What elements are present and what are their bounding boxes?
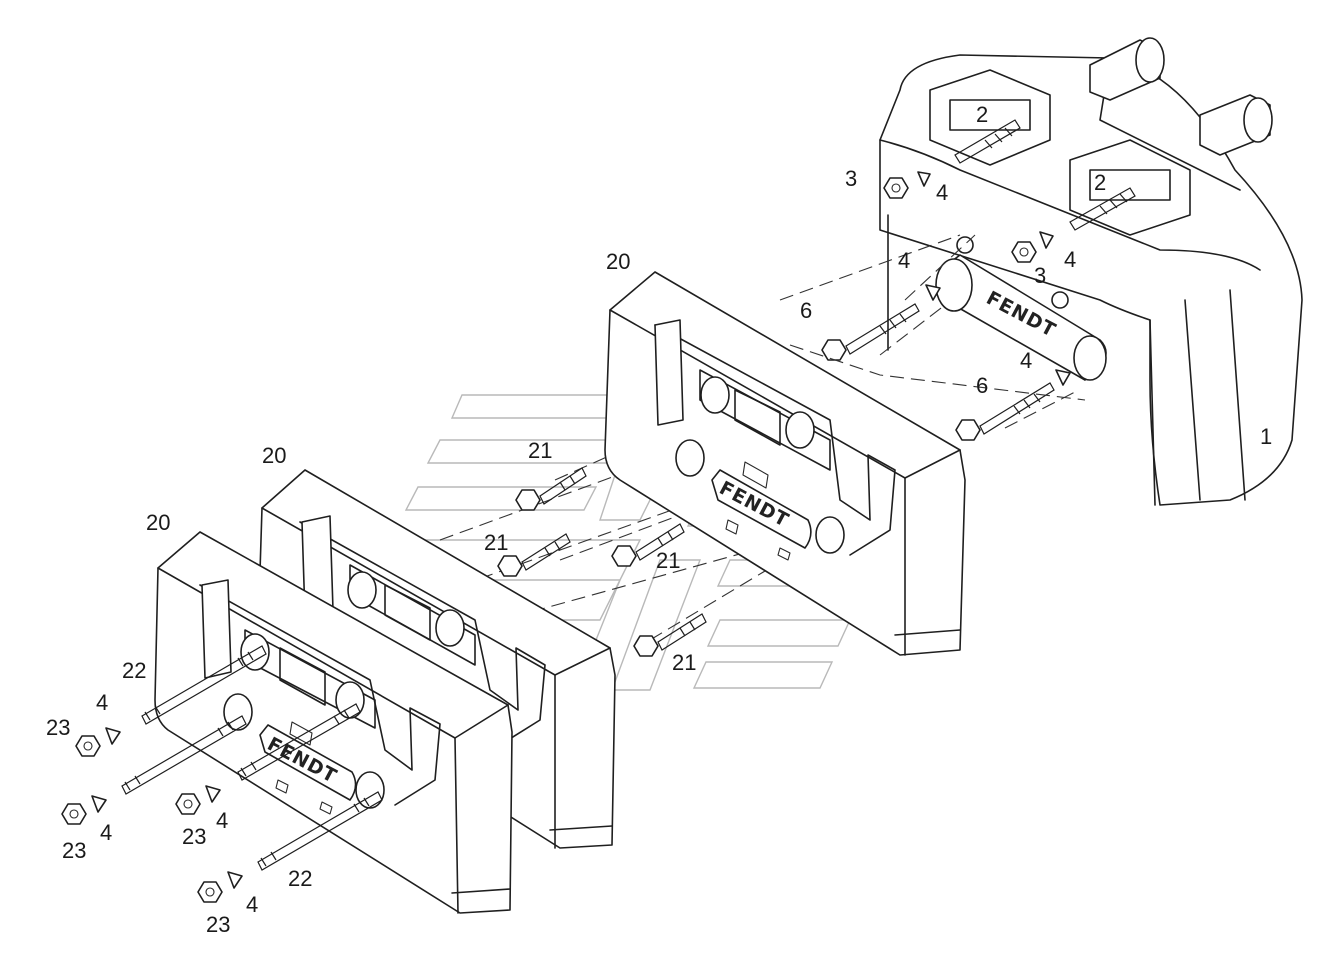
bolt-part-21-c <box>611 523 685 567</box>
callout-4-upper: 4 <box>936 180 948 205</box>
bolt-part-21-b <box>497 533 571 577</box>
nut-part-23-a <box>75 735 101 757</box>
callout-4-mid-b: 4 <box>1020 348 1032 373</box>
callout-21-a: 21 <box>528 438 552 463</box>
stud-part-22-b <box>121 715 247 795</box>
callout-3-lower: 3 <box>1034 263 1046 288</box>
washer-part-4-d <box>227 871 243 889</box>
nut-part-23-b <box>61 803 87 825</box>
callout-6-lower: 6 <box>976 373 988 398</box>
nut-part-3-upper <box>883 177 909 199</box>
bolt-part-2-upper <box>954 119 1021 164</box>
nut-part-23-d <box>197 881 223 903</box>
bolt-part-21-d <box>633 613 707 657</box>
callout-2-upper: 2 <box>976 102 988 127</box>
callout-4-right: 4 <box>1064 247 1076 272</box>
washer-part-4-upper <box>917 171 931 187</box>
bolt-part-6-lower <box>955 382 1055 441</box>
stud-part-22-a <box>141 645 267 725</box>
callout-23-a: 23 <box>46 715 70 740</box>
callout-23-c: 23 <box>182 824 206 849</box>
callout-21-b: 21 <box>484 530 508 555</box>
callout-21-c: 21 <box>656 548 680 573</box>
bolt-part-21-a <box>515 467 587 511</box>
washer-part-4-a <box>105 727 121 745</box>
callout-4-b: 4 <box>100 820 112 845</box>
weight-part-20-rear: FENDT <box>604 271 966 656</box>
callout-4-a: 4 <box>96 690 108 715</box>
bolt-part-6-upper <box>821 303 920 361</box>
washer-part-4-lower <box>1039 231 1054 249</box>
callout-1: 1 <box>1260 424 1272 449</box>
nut-part-3-lower <box>1011 241 1037 263</box>
washer-part-4-b <box>91 795 107 813</box>
callout-21-d: 21 <box>672 650 696 675</box>
callout-4-c: 4 <box>216 808 228 833</box>
stud-part-22-d <box>257 791 383 871</box>
stud-part-22-c <box>237 703 361 781</box>
washer-part-4-c <box>205 785 221 803</box>
callout-22-upper: 22 <box>122 658 146 683</box>
callout-4-mid-a: 4 <box>898 248 910 273</box>
weight-carrier-part-1: FENDT <box>879 37 1303 506</box>
callout-20-front: 20 <box>146 510 170 535</box>
callout-23-b: 23 <box>62 838 86 863</box>
callout-4-d: 4 <box>246 892 258 917</box>
washer-part-4-mid-a <box>925 284 941 301</box>
callout-2-lower: 2 <box>1094 170 1106 195</box>
nut-part-23-c <box>175 793 201 815</box>
callout-20-middle: 20 <box>262 443 286 468</box>
callout-23-d: 23 <box>206 912 230 937</box>
callout-labels: 1 2 2 3 3 4 4 4 4 6 6 20 20 20 21 21 21 … <box>46 102 1272 937</box>
callout-3-upper: 3 <box>845 166 857 191</box>
callout-20-rear: 20 <box>606 249 630 274</box>
washer-part-4-mid-b <box>1055 369 1071 386</box>
callout-6-upper: 6 <box>800 298 812 323</box>
bolt-part-2-lower <box>1069 187 1136 231</box>
callout-22-lower: 22 <box>288 866 312 891</box>
